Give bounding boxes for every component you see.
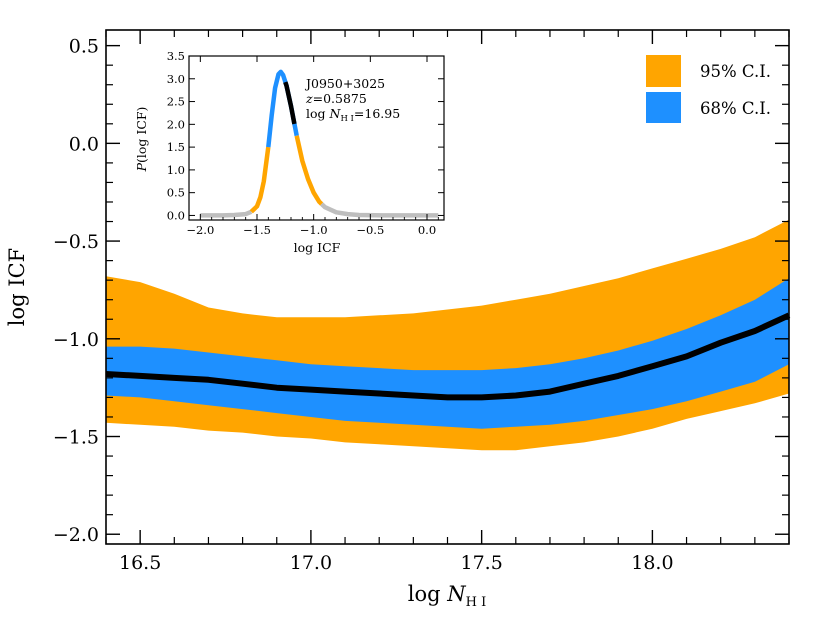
inset-chart: −2.0 −1.5 −1.0 −0.5 0.0 0.0 0.5 1.0 1.5 2.0 2.5 3.0…: [134, 49, 445, 255]
inset-x-tick-label: −0.5: [356, 223, 384, 237]
x-tick-label: 18.0: [631, 552, 673, 574]
band-68-ci: [106, 278, 789, 429]
inset-y-tick-label: 1.0: [167, 163, 185, 177]
inset-curve-segment: [200, 209, 253, 218]
inset-column-density: log NH I=16.95: [306, 106, 400, 124]
y-axis-title: log ICF: [5, 248, 29, 326]
inset-pdf-curve: [200, 69, 439, 218]
inset-median-marker: [283, 81, 297, 125]
inset-x-tick-label: −2.0: [186, 223, 214, 237]
y-tick-label: 0.0: [69, 133, 99, 155]
inset-annotation: J0950+3025 z=0.5875 log NH I=16.95: [304, 76, 400, 124]
inset-frame: [188, 55, 445, 221]
x-tick-label: 17.5: [460, 552, 502, 574]
legend-label-68: 68% C.I.: [700, 99, 771, 118]
inset-y-tick-label: 0.5: [167, 186, 185, 200]
inset-curve-segment: [249, 146, 271, 214]
inset-y-tick-label: 3.5: [167, 49, 185, 63]
inset-background: [189, 56, 444, 220]
inset-y-tick-label: 1.5: [167, 140, 185, 154]
inset-y-tick-label: 2.0: [167, 117, 185, 131]
inset-x-axis-title: log ICF: [294, 240, 341, 255]
inset-axis-ticks: −2.0 −1.5 −1.0 −0.5 0.0 0.0 0.5 1.0 1.5 2.0 2.5 3.0…: [167, 49, 444, 237]
confidence-bands: [106, 219, 789, 451]
inset-y-tick-label: 2.5: [167, 95, 185, 109]
y-tick-label: −2.0: [53, 524, 99, 546]
inset-object-name: J0950+3025: [304, 76, 385, 91]
inset-curve-segment: [320, 202, 439, 218]
y-tick-label: 0.5: [69, 36, 99, 58]
inset-y-tick-label: 0.0: [167, 208, 185, 222]
x-tick-label: 17.0: [290, 552, 332, 574]
legend-label-95: 95% C.I.: [700, 62, 771, 81]
main-axis-ticks: 16.5 17.0 17.5 18.0 0.5 0.0 −0.5 −1.0 −1.5 −2.0: [53, 30, 790, 574]
y-tick-label: −1.5: [53, 427, 99, 449]
inset-x-tick-label: 0.0: [418, 223, 436, 237]
inset-redshift: z=0.5875: [305, 91, 367, 106]
inset-y-axis-title: P(log ICF): [134, 107, 149, 173]
median-line: [105, 312, 791, 401]
x-axis-title: log NH I: [408, 582, 486, 610]
inset-x-tick-label: −1.5: [243, 223, 271, 237]
legend-swatch-68: [646, 92, 681, 123]
legend: 95% C.I. 68% C.I.: [646, 55, 771, 123]
median-curve: [105, 312, 791, 401]
x-tick-label: 16.5: [119, 552, 161, 574]
y-tick-label: −1.0: [53, 329, 99, 351]
y-tick-label: −0.5: [53, 231, 99, 253]
inset-x-tick-label: −1.0: [300, 223, 328, 237]
inset-curve-segment: [294, 135, 324, 206]
inset-y-tick-label: 3.0: [167, 72, 185, 86]
legend-swatch-95: [646, 55, 681, 87]
